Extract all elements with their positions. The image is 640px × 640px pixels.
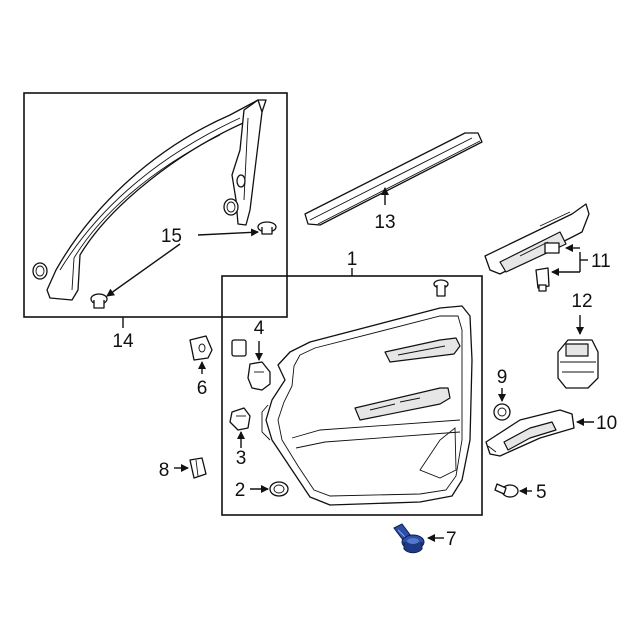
callout-14: 14 bbox=[112, 331, 134, 352]
inset-box-1 bbox=[221, 275, 483, 516]
retainer-clip bbox=[229, 407, 251, 431]
callout-2: 2 bbox=[235, 480, 246, 501]
callout-6: 6 bbox=[197, 378, 208, 399]
callout-4: 4 bbox=[254, 318, 265, 339]
callout-3: 3 bbox=[236, 448, 247, 469]
inset-box-14 bbox=[23, 92, 288, 318]
screw-icon bbox=[494, 483, 519, 498]
window-switch bbox=[557, 339, 599, 389]
callout-12: 12 bbox=[571, 291, 592, 312]
grommet-icon bbox=[493, 403, 511, 421]
callout-13: 13 bbox=[374, 212, 395, 233]
pull-handle bbox=[485, 409, 575, 457]
callout-1: 1 bbox=[347, 249, 358, 270]
callout-15: 15 bbox=[161, 226, 182, 247]
callout-5: 5 bbox=[536, 482, 547, 503]
pin-icon bbox=[269, 481, 289, 497]
callout-11: 11 bbox=[591, 251, 611, 272]
bracket-part bbox=[231, 339, 271, 391]
clip-icon bbox=[535, 267, 550, 292]
switch-bezel bbox=[484, 203, 590, 275]
clip-icon bbox=[90, 293, 108, 309]
clip-icon bbox=[257, 221, 277, 235]
grommet-icon bbox=[223, 198, 239, 216]
retainer-clip bbox=[189, 335, 213, 361]
callout-8: 8 bbox=[159, 460, 170, 481]
callout-10: 10 bbox=[596, 413, 617, 434]
grommet-icon bbox=[32, 262, 48, 280]
callout-9: 9 bbox=[497, 367, 508, 388]
retainer-clip bbox=[189, 457, 207, 479]
callout-7: 7 bbox=[446, 529, 457, 550]
beltline-weatherstrip bbox=[304, 132, 483, 226]
highlighted-bolt bbox=[393, 523, 425, 554]
pin-icon bbox=[433, 279, 449, 297]
